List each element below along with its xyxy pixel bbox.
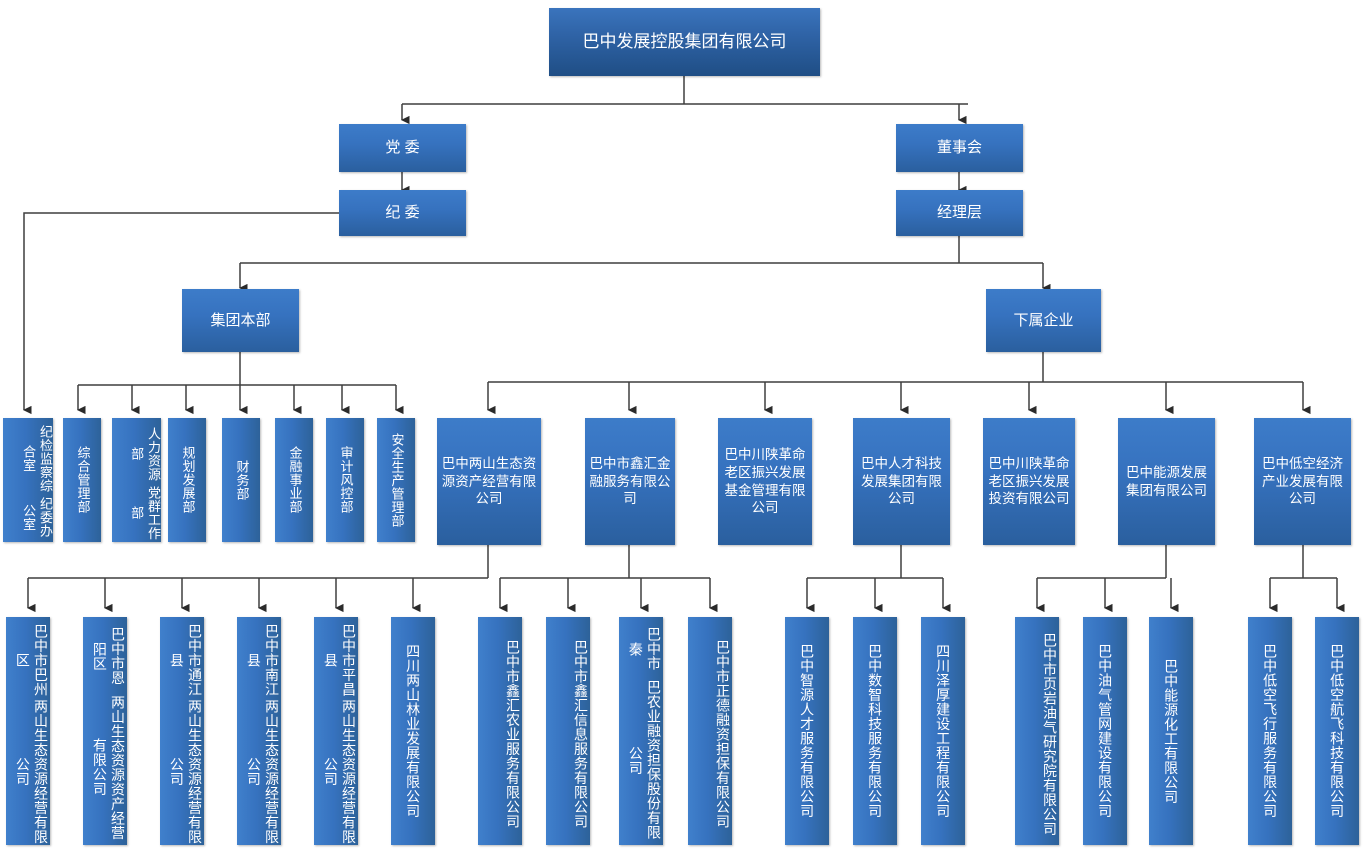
node-discipline-committee[interactable]: 纪 委 bbox=[339, 190, 466, 236]
subsidiary-revolutionary-base-fund[interactable]: 巴中川陕革命老区振兴发展基金管理有限公司 bbox=[718, 418, 812, 545]
node-label: 巴中低空航飞科技有限公司 bbox=[1329, 644, 1346, 818]
node-label-a: 巴中市鑫 bbox=[505, 639, 521, 698]
node-label: 安全生产管理部 bbox=[389, 432, 405, 528]
subsidiary-liangshan-eco[interactable]: 巴中两山生态资源资产经营有限公司 bbox=[437, 418, 541, 545]
node-label: 巴中川陕革命老区振兴发展基金管理有限公司 bbox=[724, 447, 806, 516]
unit-sichuan-liangshan-forestry[interactable]: 四川两山林业发展有限公司 bbox=[391, 617, 435, 845]
node-label: 财务部 bbox=[234, 459, 250, 501]
unit-low-altitude-flight-service[interactable]: 巴中低空飞行服务有限公司 bbox=[1248, 617, 1292, 845]
unit-shuzhi-technology-service[interactable]: 巴中数智科技服务有限公司 bbox=[853, 617, 897, 845]
dept-finance[interactable]: 财务部 bbox=[222, 418, 260, 542]
node-group-headquarters[interactable]: 集团本部 bbox=[182, 289, 299, 352]
unit-zhengde-guarantee[interactable]: 巴中市正 德融资担保有限公司 bbox=[688, 617, 732, 845]
node-label-a: 纪检监察综合室 bbox=[21, 424, 53, 493]
unit-low-altitude-aviation-technology[interactable]: 巴中低空航飞科技有限公司 bbox=[1315, 617, 1359, 845]
subsidiary-energy-development[interactable]: 巴中能源发展集团有限公司 bbox=[1118, 418, 1215, 545]
dept-general-management[interactable]: 综合管理部 bbox=[63, 418, 101, 542]
node-label-a: 巴中市通江县 bbox=[168, 623, 203, 697]
unit-zehou-construction[interactable]: 四川泽厚建设工程有限公司 bbox=[921, 617, 965, 845]
node-label-a: 巴中市秦 bbox=[627, 627, 662, 671]
node-label: 党 委 bbox=[385, 139, 420, 157]
node-label: 审计风控部 bbox=[338, 446, 354, 514]
unit-pingchang-liangshan[interactable]: 巴中市平昌县 两山生态资源经营有限公司 bbox=[314, 617, 358, 845]
node-party-committee[interactable]: 党 委 bbox=[339, 124, 466, 172]
subsidiary-talent-technology[interactable]: 巴中人才科技发展集团有限公司 bbox=[853, 418, 950, 545]
subsidiary-low-altitude-economy[interactable]: 巴中低空经济产业发展有限公司 bbox=[1254, 418, 1351, 545]
node-label-b: 两山生态资源资产经营有限公司 bbox=[91, 694, 126, 840]
node-label: 巴中低空飞行服务有限公司 bbox=[1262, 644, 1279, 818]
unit-xinhui-information-service[interactable]: 巴中市鑫 汇信息服务有限公司 bbox=[546, 617, 590, 845]
node-management-layer[interactable]: 经理层 bbox=[896, 190, 1023, 236]
node-label: 巴中发展控股集团有限公司 bbox=[582, 31, 787, 51]
node-label: 巴中市鑫汇金融服务有限公司 bbox=[589, 456, 671, 507]
node-label: 巴中低空经济产业发展有限公司 bbox=[1262, 456, 1343, 507]
node-label: 下属企业 bbox=[1013, 311, 1074, 329]
node-label: 巴中能源发展集团有限公司 bbox=[1126, 464, 1207, 498]
unit-tongjiang-liangshan[interactable]: 巴中市通江县 两山生态资源经营有限公司 bbox=[160, 617, 204, 845]
node-label: 经理层 bbox=[936, 204, 982, 222]
node-label: 巴中能源化工有限公司 bbox=[1163, 658, 1180, 804]
node-label-b: 德融资担保有限公司 bbox=[715, 697, 731, 829]
node-label-a: 巴中市巴州区 bbox=[14, 623, 49, 697]
unit-xinhui-agriculture-service[interactable]: 巴中市鑫 汇农业服务有限公司 bbox=[478, 617, 522, 845]
node-label: 综合管理部 bbox=[75, 446, 91, 514]
unit-enyang-liangshan[interactable]: 巴中市恩阳区 两山生态资源资产经营有限公司 bbox=[83, 617, 127, 845]
node-label-a: 巴中市平昌县 bbox=[322, 623, 357, 697]
node-label-b: 巴农业融资担保股份有限公司 bbox=[627, 680, 662, 840]
node-label-b: 党群工作部 bbox=[129, 485, 161, 540]
node-label: 纪 委 bbox=[385, 204, 420, 222]
node-label-b: 两山生态资源经营有限公司 bbox=[14, 698, 49, 844]
node-label-a: 人力资源部 bbox=[129, 426, 161, 481]
unit-zhiyuan-talent-service[interactable]: 巴中智源人才服务有限公司 bbox=[785, 617, 829, 845]
node-label-b: 两山生态资源经营有限公司 bbox=[322, 698, 357, 844]
dept-audit-risk-control[interactable]: 审计风控部 bbox=[326, 418, 364, 542]
subsidiary-xinhui-finance[interactable]: 巴中市鑫汇金融服务有限公司 bbox=[585, 418, 675, 545]
unit-qinba-agriculture-guarantee[interactable]: 巴中市秦 巴农业融资担保股份有限公司 bbox=[619, 617, 663, 845]
node-label: 巴中两山生态资源资产经营有限公司 bbox=[441, 456, 537, 507]
node-label-a: 巴中市页 bbox=[1042, 632, 1058, 691]
node-label: 四川两山林业发展有限公司 bbox=[405, 644, 422, 818]
dept-financial-business[interactable]: 金融事业部 bbox=[275, 418, 313, 542]
node-label: 集团本部 bbox=[210, 311, 271, 329]
dept-planning-development[interactable]: 规划发展部 bbox=[168, 418, 206, 542]
node-label: 四川泽厚建设工程有限公司 bbox=[935, 644, 952, 818]
node-label-b: 汇农业服务有限公司 bbox=[505, 697, 521, 829]
node-label: 董事会 bbox=[936, 139, 982, 157]
unit-energy-chemical[interactable]: 巴中能源化工有限公司 bbox=[1149, 617, 1193, 845]
node-label-b: 两山生态资源经营有限公司 bbox=[245, 698, 280, 844]
node-board-of-directors[interactable]: 董事会 bbox=[896, 124, 1023, 172]
dept-human-resources[interactable]: 人力资源部 党群工作部 bbox=[112, 418, 161, 542]
unit-nanjiang-liangshan[interactable]: 巴中市南江县 两山生态资源经营有限公司 bbox=[237, 617, 281, 845]
node-label: 巴中川陕革命老区振兴发展投资有限公司 bbox=[988, 456, 1070, 507]
dept-discipline-inspection-office[interactable]: 纪检监察综合室 纪委办公室 bbox=[3, 418, 53, 542]
node-label: 巴中数智科技服务有限公司 bbox=[867, 644, 884, 818]
node-label: 金融事业部 bbox=[287, 446, 303, 514]
node-label-a: 巴中市鑫 bbox=[573, 639, 589, 698]
node-label-b: 两山生态资源经营有限公司 bbox=[168, 698, 203, 844]
node-label: 巴中油气管网建设有限公司 bbox=[1097, 644, 1114, 818]
node-root-group[interactable]: 巴中发展控股集团有限公司 bbox=[549, 8, 820, 76]
node-label-a: 巴中市正 bbox=[715, 639, 731, 698]
node-label: 规划发展部 bbox=[180, 446, 196, 514]
node-subsidiary-enterprises[interactable]: 下属企业 bbox=[986, 289, 1101, 352]
node-label: 巴中智源人才服务有限公司 bbox=[799, 644, 816, 818]
node-label-a: 巴中市恩阳区 bbox=[91, 627, 126, 686]
node-label-b: 汇信息服务有限公司 bbox=[573, 697, 589, 829]
dept-safety-production-management[interactable]: 安全生产管理部 bbox=[377, 418, 415, 542]
unit-shale-oil-gas-institute[interactable]: 巴中市页 岩油气研究院有限公司 bbox=[1015, 617, 1059, 845]
unit-oil-gas-pipeline-construction[interactable]: 巴中油气管网建设有限公司 bbox=[1083, 617, 1127, 845]
node-label-a: 巴中市南江县 bbox=[245, 623, 280, 697]
node-label-b: 岩油气研究院有限公司 bbox=[1042, 690, 1058, 836]
unit-bazhou-liangshan[interactable]: 巴中市巴州区 两山生态资源经营有限公司 bbox=[6, 617, 50, 845]
node-label-b: 纪委办公室 bbox=[21, 497, 53, 538]
node-label: 巴中人才科技发展集团有限公司 bbox=[861, 456, 942, 507]
subsidiary-revolutionary-base-investment[interactable]: 巴中川陕革命老区振兴发展投资有限公司 bbox=[983, 418, 1075, 545]
